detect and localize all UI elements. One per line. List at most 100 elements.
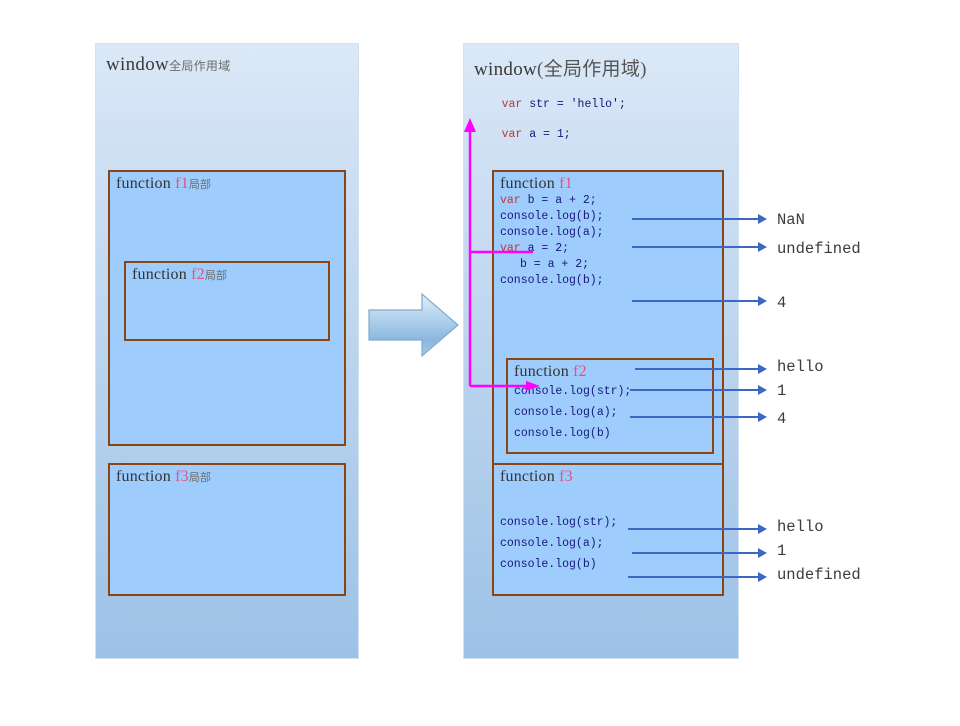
- connector-f2-output-1: [635, 364, 768, 374]
- right-function-box-f1: function f1 var b = a + 2; console.log(b…: [492, 170, 724, 500]
- left-f1-keyword: function: [116, 175, 171, 192]
- right-f2-label: function f2: [508, 360, 712, 381]
- right-f3-code-line-1: console.log(str);: [494, 512, 722, 533]
- right-f1-code-line-6: console.log(b);: [494, 273, 722, 289]
- right-f1-code-line-5: b = a + 2;: [494, 257, 722, 273]
- right-f3-keyword: function: [500, 468, 555, 485]
- connector-f1-output-1: [632, 214, 768, 224]
- connector-f3-output-3: [628, 572, 768, 582]
- right-f1-name: f1: [559, 175, 573, 192]
- right-f1-code-line-3: console.log(a);: [494, 225, 722, 241]
- code-4: a = 2;: [520, 242, 570, 255]
- connector-line: [635, 368, 758, 370]
- left-f2-label: function f2局部: [126, 263, 328, 284]
- arrowhead-icon: [758, 242, 767, 252]
- output-label-f2-1: hello: [777, 358, 824, 376]
- left-panel-title-cjk: 全局作用域: [169, 59, 231, 73]
- output-label-f3-2: 1: [777, 542, 787, 560]
- connector-f3-output-1: [628, 524, 768, 534]
- left-f3-name: f3: [175, 468, 189, 485]
- left-f3-keyword: function: [116, 468, 171, 485]
- global-code-line-1: var str = 'hello';: [474, 85, 626, 124]
- left-f2-keyword: function: [132, 266, 187, 283]
- right-f1-keyword: function: [500, 175, 555, 192]
- left-function-box-f2: function f2局部: [124, 261, 330, 341]
- global-keyword-var-2: var: [501, 128, 523, 141]
- connector-f1-output-3: [632, 296, 768, 306]
- transition-block-arrow: [368, 292, 460, 363]
- right-f2-name: f2: [573, 363, 587, 380]
- output-label-f1-2: undefined: [777, 240, 861, 258]
- global-code-rest-1: str = 'hello';: [522, 98, 626, 111]
- arrowhead-icon: [758, 214, 767, 224]
- right-panel-title-cjk: (全局作用域): [537, 59, 647, 80]
- right-f1-label: function f1: [494, 172, 722, 193]
- output-label-f3-3: undefined: [777, 566, 861, 584]
- right-f3-code-blank: [494, 486, 722, 512]
- connector-f2-output-2: [630, 385, 768, 395]
- right-panel-title-latin: window: [474, 59, 538, 80]
- right-f3-name: f3: [559, 468, 573, 485]
- code-f3-1: console.log(str);: [500, 516, 618, 529]
- code-3: console.log(a);: [500, 226, 604, 239]
- arrowhead-icon: [758, 524, 767, 534]
- right-scope-panel: window(全局作用域) var str = 'hello'; var a =…: [464, 44, 738, 658]
- connector-line: [632, 552, 758, 554]
- right-panel-title: window(全局作用域): [474, 54, 647, 81]
- right-f2-code-line-3: console.log(b): [508, 423, 712, 444]
- connector-line: [632, 246, 758, 248]
- left-scope-panel: window全局作用域 function f1局部 function f2局部 …: [96, 44, 358, 658]
- left-f1-label: function f1局部: [110, 172, 344, 193]
- right-f2-code-line-2: console.log(a);: [508, 402, 712, 423]
- left-function-box-f1: function f1局部 function f2局部: [108, 170, 346, 446]
- connector-line: [630, 389, 758, 391]
- left-function-box-f3: function f3局部: [108, 463, 346, 596]
- connector-f3-output-2: [632, 548, 768, 558]
- connector-line: [628, 576, 758, 578]
- connector-line: [630, 416, 758, 418]
- right-f2-code-line-1: console.log(str);: [508, 381, 712, 402]
- code-5: b = a + 2;: [520, 258, 590, 271]
- right-f1-code-line-4: var a = 2;: [494, 241, 722, 257]
- code-f2-1: console.log(str);: [514, 385, 632, 398]
- output-label-f1-1: NaN: [777, 211, 805, 229]
- global-keyword-var-1: var: [501, 98, 523, 111]
- left-panel-title-latin: window: [106, 54, 170, 75]
- left-f3-scope-cjk: 局部: [188, 472, 212, 484]
- right-f1-code-line-2: console.log(b);: [494, 209, 722, 225]
- left-f1-name: f1: [175, 175, 189, 192]
- right-f1-code-line-1: var b = a + 2;: [494, 193, 722, 209]
- right-f3-code-line-2: console.log(a);: [494, 533, 722, 554]
- right-f2-keyword: function: [514, 363, 569, 380]
- arrowhead-icon: [758, 548, 767, 558]
- code-f2-2: console.log(a);: [514, 406, 618, 419]
- kw-4: var: [500, 242, 521, 255]
- output-label-f2-3: 4: [777, 410, 787, 428]
- left-f3-label: function f3局部: [110, 465, 344, 486]
- connector-line: [632, 300, 758, 302]
- left-panel-title: window全局作用域: [106, 54, 231, 76]
- right-f3-code-line-3: console.log(b): [494, 554, 722, 575]
- code-f3-2: console.log(a);: [500, 537, 604, 550]
- left-f2-scope-cjk: 局部: [204, 270, 228, 282]
- code-6: console.log(b);: [500, 274, 604, 287]
- arrowhead-icon: [758, 572, 767, 582]
- global-code-rest-2: a = 1;: [522, 128, 571, 141]
- output-label-f2-2: 1: [777, 382, 787, 400]
- code-f3-3: console.log(b): [500, 558, 597, 571]
- output-label-f3-1: hello: [777, 518, 824, 536]
- left-f1-scope-cjk: 局部: [188, 179, 212, 191]
- arrowhead-icon: [758, 412, 767, 422]
- arrowhead-icon: [758, 364, 767, 374]
- kw-1: var: [500, 194, 521, 207]
- right-function-box-f2: function f2 console.log(str); console.lo…: [506, 358, 714, 454]
- right-f3-label: function f3: [494, 465, 722, 486]
- left-f2-name: f2: [191, 266, 205, 283]
- connector-f1-output-2: [632, 242, 768, 252]
- code-f2-3: console.log(b): [514, 427, 611, 440]
- arrowhead-icon: [758, 385, 767, 395]
- code-1: b = a + 2;: [520, 194, 597, 207]
- connector-line: [632, 218, 758, 220]
- global-code-line-2: var a = 1;: [474, 115, 571, 154]
- output-label-f1-3: 4: [777, 294, 787, 312]
